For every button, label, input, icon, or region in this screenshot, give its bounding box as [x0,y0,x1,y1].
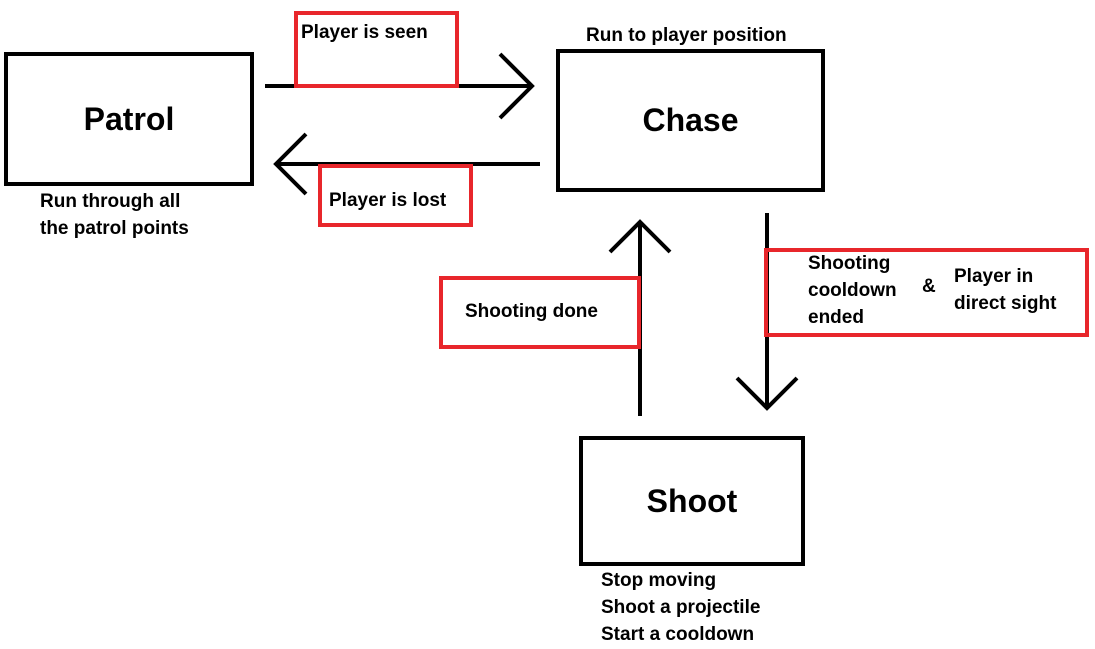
desc-shoot-line-3: Start a cooldown [601,624,755,645]
label-condition-b-line-2: direct sight [954,293,1057,314]
label-player-is-lost: Player is lost [329,190,447,211]
label-condition-b-line-1: Player in [954,266,1034,287]
state-shoot: Shoot [579,436,805,566]
condition-box-player-seen [294,11,459,88]
label-player-is-seen: Player is seen [301,22,428,43]
label-shooting-done: Shooting done [465,301,598,322]
condition-box-shooting-done [439,276,641,349]
state-patrol: Patrol [4,52,254,186]
desc-shoot-line-2: Shoot a projectile [601,597,761,618]
label-condition-a-line-3: ended [808,307,864,328]
state-chase: Chase [556,49,825,192]
desc-chase: Run to player position [586,25,787,46]
desc-shoot-line-1: Stop moving [601,570,717,591]
condition-box-player-lost [318,164,473,227]
label-condition-a-line-2: cooldown [808,280,897,301]
label-condition-operator: & [922,276,936,297]
condition-box-cooldown-sight [764,248,1089,337]
desc-patrol-line-2: the patrol points [40,218,189,239]
label-condition-a-line-1: Shooting [808,253,891,274]
desc-patrol-line-1: Run through all [40,191,181,212]
